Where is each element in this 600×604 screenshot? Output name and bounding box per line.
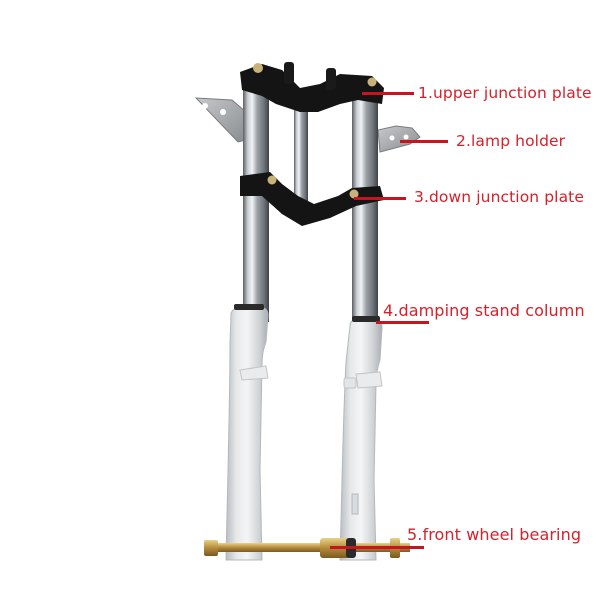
- steering-stem: [294, 108, 308, 204]
- left-stanchion: [243, 82, 269, 322]
- right-stanchion: [352, 88, 378, 328]
- label-front-wheel-bearing: 5.front wheel bearing: [407, 525, 582, 544]
- leader-line-1: [362, 92, 414, 95]
- lower-junction-plate: [240, 172, 384, 226]
- right-lamp-bracket: [377, 125, 421, 153]
- left-lower-leg: [225, 304, 269, 561]
- left-lamp-bracket: [194, 97, 247, 143]
- label-damping-stand-column: 4.damping stand column: [383, 301, 585, 320]
- label-lamp-holder: 2.lamp holder: [456, 132, 566, 150]
- leader-line-3: [354, 197, 406, 200]
- label-down-junction-plate: 3.down junction plate: [414, 188, 584, 206]
- leader-line-4: [376, 321, 429, 324]
- upper-junction-plate: [240, 62, 384, 112]
- right-lower-leg: [339, 316, 383, 561]
- leader-line-2: [400, 140, 448, 143]
- label-upper-junction-plate: 1.upper junction plate: [418, 84, 592, 102]
- leader-line-5: [330, 546, 424, 549]
